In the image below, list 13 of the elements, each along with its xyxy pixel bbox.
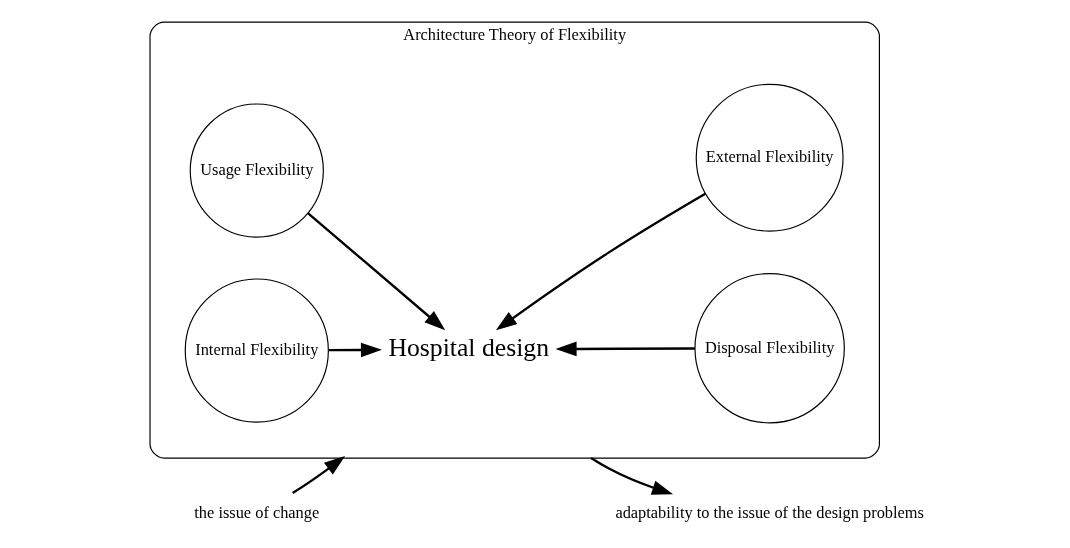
- arrow: [555, 341, 695, 357]
- arrow: [328, 342, 382, 358]
- arrow: [589, 457, 673, 495]
- arrow: [495, 192, 706, 331]
- node-text: adaptability to the issue of the design problems: [614, 503, 924, 523]
- node-circle: Internal Flexibility: [184, 278, 329, 423]
- node-circle: Usage Flexibility: [189, 103, 324, 238]
- arrow: [306, 212, 445, 331]
- node-text: Hospital design: [387, 332, 549, 362]
- arrow: [291, 455, 345, 494]
- node-circle: External Flexibility: [695, 83, 844, 232]
- node-circle: Disposal Flexibility: [693, 272, 845, 424]
- node-text: the issue of change: [193, 503, 319, 523]
